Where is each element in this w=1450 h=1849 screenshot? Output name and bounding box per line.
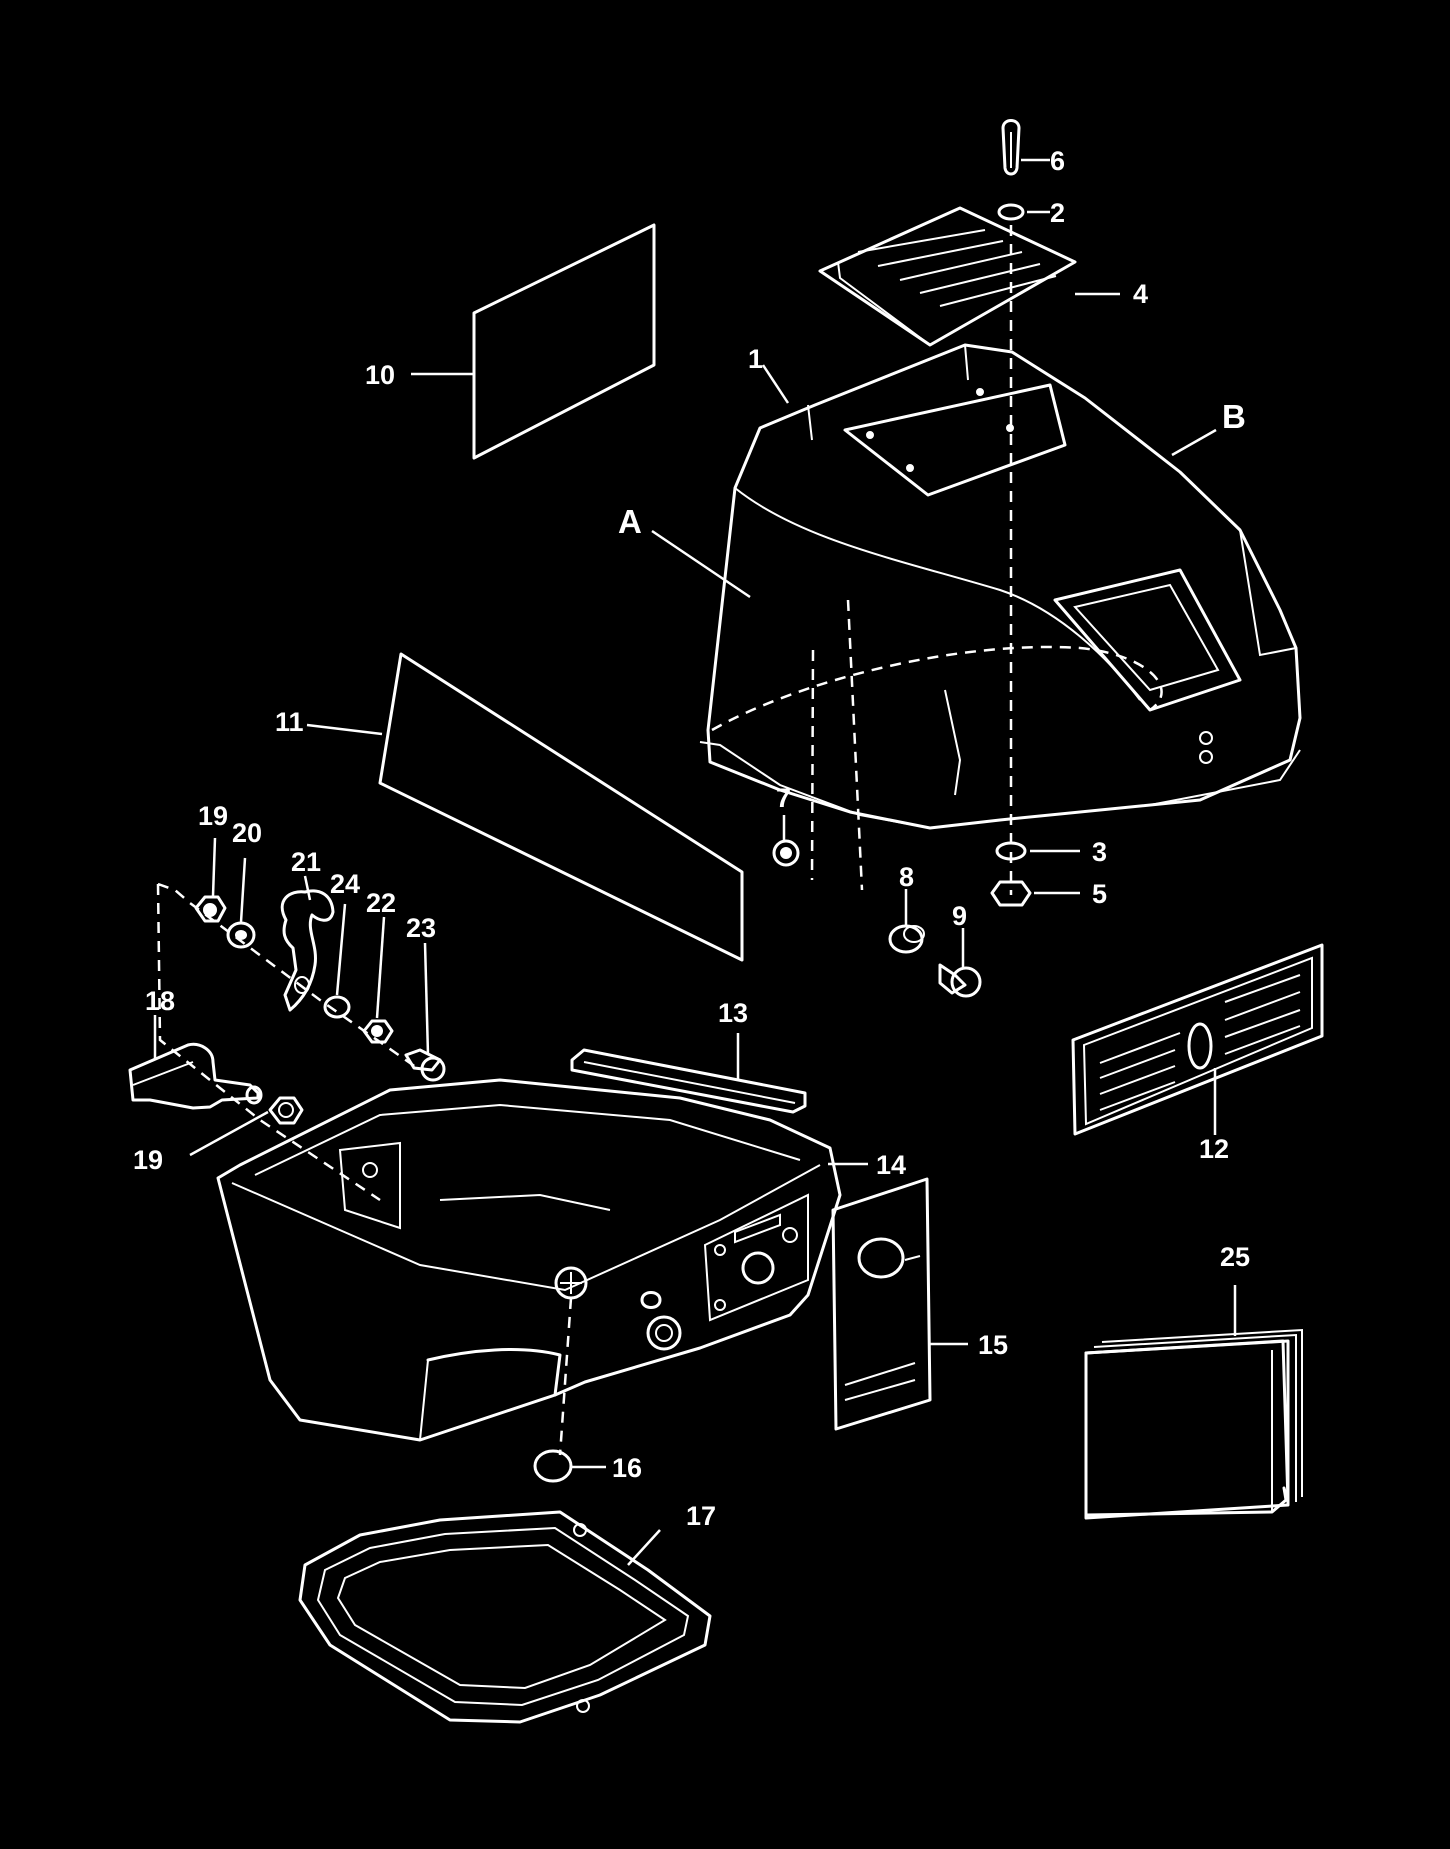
callout-3: 3 [1092, 837, 1107, 867]
callout-20: 20 [232, 818, 262, 848]
washer-20 [226, 921, 256, 949]
latch-assembly-line [156, 882, 421, 1202]
callout-2: 2 [1050, 198, 1065, 228]
nut-5 [990, 880, 1032, 907]
callout-4: 4 [1133, 279, 1148, 309]
nut-19-lower [268, 1096, 304, 1125]
callout-12: 12 [1199, 1134, 1229, 1164]
callout-22: 22 [366, 888, 396, 918]
top-cap-4 [818, 206, 1077, 347]
callout-labels: 6 2 4 1 B A 3 5 10 11 7 8 9 12 13 14 15 … [133, 146, 1250, 1531]
callout-19-upper: 19 [198, 801, 228, 831]
bracket-18 [128, 1042, 263, 1110]
callout-24: 24 [330, 869, 360, 899]
decal-10 [472, 223, 656, 460]
plate-15 [831, 1177, 932, 1431]
callout-8: 8 [899, 862, 914, 892]
callout-19-lower: 19 [133, 1145, 163, 1175]
callout-23: 23 [406, 913, 436, 943]
label-plate-12 [1071, 943, 1324, 1136]
washer-2 [997, 203, 1025, 221]
callout-11: 11 [275, 707, 304, 737]
gasket-17 [298, 1510, 712, 1724]
manual-25 [1084, 1328, 1303, 1520]
callout-6: 6 [1050, 146, 1065, 176]
callout-21: 21 [291, 847, 321, 877]
leader-lines [153, 158, 1237, 1566]
callout-5: 5 [1092, 879, 1107, 909]
callout-13: 13 [718, 998, 748, 1028]
callout-17: 17 [686, 1501, 716, 1531]
callout-9: 9 [952, 901, 967, 931]
callout-15: 15 [978, 1330, 1008, 1360]
callout-A: A [618, 503, 642, 540]
callout-1: 1 [748, 344, 763, 374]
callout-7: 7 [776, 783, 791, 813]
upper-cowl-1 [699, 343, 1302, 891]
callout-B: B [1222, 398, 1246, 435]
callout-18: 18 [145, 986, 175, 1016]
screw-6 [1001, 119, 1021, 176]
seal-strip-13 [570, 1048, 807, 1114]
washer-3 [995, 841, 1027, 861]
callout-16: 16 [612, 1453, 642, 1483]
nut-22 [362, 1019, 394, 1044]
nut-19-upper [194, 895, 227, 923]
latch-21 [280, 889, 335, 1012]
callout-10: 10 [365, 360, 395, 390]
screw-9 [938, 963, 982, 998]
lower-pan-14 [216, 1078, 842, 1456]
callout-25: 25 [1220, 1242, 1250, 1272]
washer-24 [323, 995, 351, 1019]
plug-16 [533, 1449, 573, 1483]
grommet-7 [772, 839, 800, 867]
grommet-8 [888, 924, 925, 954]
callout-14: 14 [876, 1150, 906, 1180]
decal-11 [378, 652, 744, 962]
